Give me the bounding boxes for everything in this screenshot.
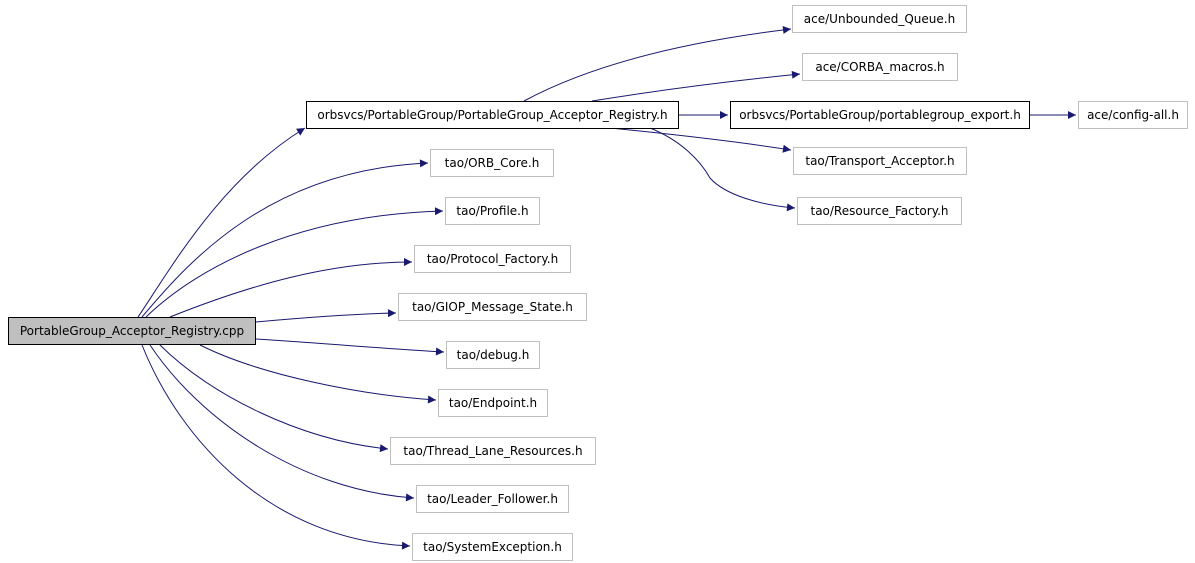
node-portablegroup-acceptor-registry-cpp[interactable]: PortableGroup_Acceptor_Registry.cpp (8, 317, 256, 345)
edge-to-corba-macros (591, 70, 801, 102)
edge-to-protocol-factory (169, 258, 413, 318)
node-transport-acceptor-h[interactable]: tao/Transport_Acceptor.h (793, 147, 967, 175)
edge-to-system-exception (141, 344, 411, 550)
node-profile-h[interactable]: tao/Profile.h (445, 197, 540, 225)
edge-to-transport-acceptor (609, 127, 792, 153)
node-protocol-factory-h[interactable]: tao/Protocol_Factory.h (414, 245, 571, 273)
node-endpoint-h[interactable]: tao/Endpoint.h (438, 389, 548, 417)
node-thread-lane-resources-h[interactable]: tao/Thread_Lane_Resources.h (390, 437, 596, 465)
node-orb-core-h[interactable]: tao/ORB_Core.h (430, 149, 554, 177)
edge-to-leader-follower (149, 344, 415, 502)
node-resource-factory-h[interactable]: tao/Resource_Factory.h (797, 197, 962, 225)
edge-to-unbounded-queue (523, 25, 792, 102)
edge-to-profile (145, 207, 444, 318)
node-giop-message-state-h[interactable]: tao/GIOP_Message_State.h (398, 293, 587, 321)
node-corba-macros-h[interactable]: ace/CORBA_macros.h (802, 53, 958, 81)
edge-to-debug (255, 338, 445, 356)
edge-to-registry-h (137, 127, 306, 318)
edge-to-orb-core (141, 159, 429, 318)
node-system-exception-h[interactable]: tao/SystemException.h (412, 533, 573, 561)
node-portablegroup-acceptor-registry-h[interactable]: orbsvcs/PortableGroup/PortableGroup_Acce… (306, 101, 679, 129)
node-config-all-h[interactable]: ace/config-all.h (1078, 101, 1188, 129)
edge-to-thread-lane-resources (159, 344, 389, 453)
node-portablegroup-export-h[interactable]: orbsvcs/PortableGroup/portablegroup_expo… (730, 101, 1030, 129)
node-unbounded-queue-h[interactable]: ace/Unbounded_Queue.h (792, 5, 967, 33)
node-leader-follower-h[interactable]: tao/Leader_Follower.h (416, 485, 569, 513)
edge-to-giop-message-state (255, 309, 397, 323)
edge-to-endpoint (199, 344, 437, 404)
edge-to-resource-factory (649, 127, 796, 212)
node-debug-h[interactable]: tao/debug.h (446, 341, 540, 369)
